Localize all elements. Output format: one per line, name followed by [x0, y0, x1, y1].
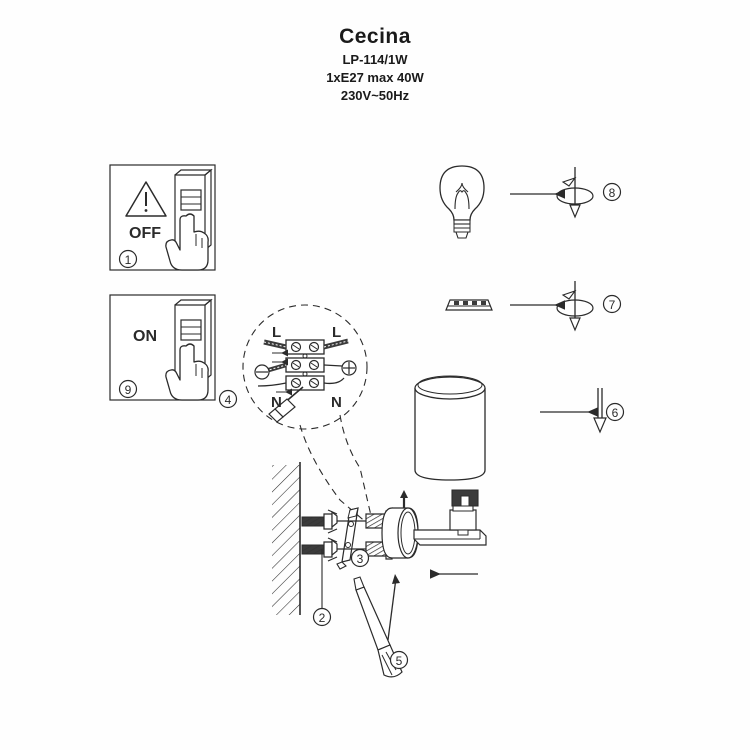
panel-off-state-label: OFF — [129, 225, 161, 242]
terminal-block — [285, 339, 325, 391]
panel-on: ON 9 — [109, 294, 216, 401]
step-number-6: 6 — [612, 406, 619, 420]
lamp-shade-icon — [414, 375, 486, 481]
lamp-spec: 1xE27 max 40W — [326, 70, 424, 85]
wall-anchors: 2 — [301, 509, 338, 627]
label-live-left: L — [272, 324, 281, 341]
base-up-arrow-icon — [400, 490, 408, 508]
product-model-code: LP-114/1W — [342, 52, 408, 67]
rotate-install-icon-7 — [556, 281, 594, 332]
down-arrow-icon-6 — [593, 388, 607, 434]
wall-anchor-lower — [301, 537, 338, 562]
step-number-3: 3 — [357, 552, 364, 566]
diffuser-strip-icon — [445, 299, 493, 311]
callout-screwdriver-icon — [268, 386, 304, 423]
step-marker-1: 1 — [118, 249, 138, 269]
wall-mount-base-plate — [381, 507, 419, 559]
step-number-8: 8 — [609, 186, 616, 200]
bulb-assembly: 8 — [439, 165, 622, 239]
wall-section — [272, 462, 301, 615]
wire-live-left — [263, 339, 287, 350]
warning-triangle-icon — [125, 181, 167, 217]
voltage-spec: 230V~50Hz — [340, 88, 410, 103]
screwdriver-step: 5 — [353, 569, 478, 678]
label-neutral-left: N — [271, 394, 282, 411]
step-marker-2: 2 — [312, 607, 332, 627]
step-marker-9: 9 — [118, 379, 138, 399]
step-marker-6: 6 — [605, 402, 625, 422]
wall-anchor-upper — [301, 509, 338, 534]
step-marker-3: 3 — [350, 548, 370, 568]
mounting-hardware: 3 — [336, 507, 393, 570]
step-number-7: 7 — [609, 298, 616, 312]
lamp-base-assembly — [381, 489, 487, 559]
label-neutral-right: N — [331, 394, 342, 411]
shade-assembly: 6 — [414, 375, 625, 481]
screwdriver-icon — [353, 576, 403, 678]
earth-symbol-left — [254, 364, 270, 380]
step-marker-8: 8 — [602, 182, 622, 202]
panel-off: OFF 1 — [109, 164, 216, 271]
step-marker-4: 4 — [218, 389, 238, 409]
hand-pressing-switch-icon — [165, 213, 209, 271]
panel-on-state-label: ON — [133, 328, 157, 345]
step-number-2: 2 — [319, 611, 326, 625]
earth-symbol-right — [341, 360, 357, 376]
step-number-9: 9 — [125, 383, 132, 397]
label-live-right: L — [332, 324, 341, 341]
bulb-icon — [439, 165, 485, 239]
step-marker-5: 5 — [389, 650, 409, 670]
e27-lamp-socket — [449, 489, 479, 536]
socket-support-arm — [413, 529, 487, 546]
diffuser-assembly: 7 — [445, 281, 622, 332]
step-number-4: 4 — [225, 393, 232, 407]
step-number-1: 1 — [125, 253, 132, 267]
wiring-callout: L L N N 4 — [218, 304, 373, 525]
step-marker-7: 7 — [602, 294, 622, 314]
rotate-install-icon-8 — [556, 167, 594, 219]
wire-live-right — [323, 338, 349, 350]
product-title: Cecina — [339, 25, 411, 48]
hand-pressing-switch-icon-on — [165, 343, 209, 401]
step-number-5: 5 — [396, 654, 403, 668]
